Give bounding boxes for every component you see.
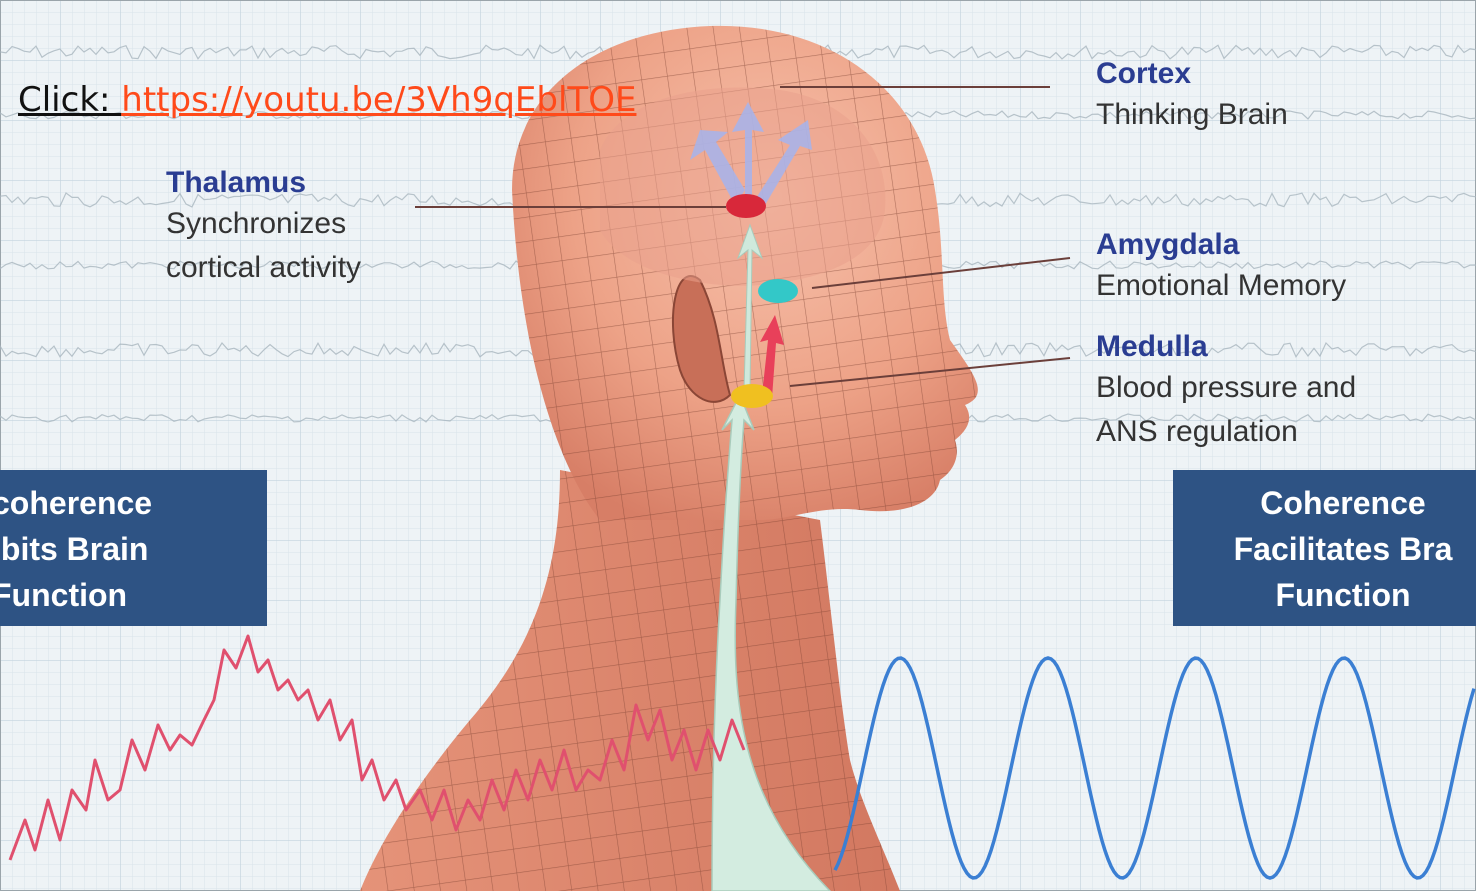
coherence-line-3: Function xyxy=(1173,572,1476,618)
medulla-title: Medulla xyxy=(1096,328,1356,366)
thalamus-dot xyxy=(726,194,766,218)
coherence-line-2: Facilitates Bra xyxy=(1173,526,1476,572)
cortex-title: Cortex xyxy=(1096,55,1288,93)
cortex-desc-1: Thinking Brain xyxy=(1096,93,1288,137)
thalamus-desc-1: Synchronizes xyxy=(166,202,361,246)
coherence-line-1: Coherence xyxy=(1173,480,1476,526)
incoherence-line-2: ibits Brain xyxy=(0,526,267,572)
medulla-label: Medulla Blood pressure and ANS regulatio… xyxy=(1096,328,1356,454)
video-link[interactable]: https://youtu.be/3Vh9qEblTOE xyxy=(121,80,636,120)
coherence-box: Coherence Facilitates Bra Function xyxy=(1173,470,1476,626)
thalamus-label: Thalamus Synchronizes cortical activity xyxy=(166,164,361,290)
link-prefix: Click: xyxy=(18,80,121,120)
amygdala-dot xyxy=(758,279,798,303)
thalamus-title: Thalamus xyxy=(166,164,361,202)
amygdala-title: Amygdala xyxy=(1096,226,1346,264)
incoherence-line-1: coherence xyxy=(0,480,267,526)
incoherence-line-3: Function xyxy=(0,572,267,618)
medulla-dot xyxy=(731,384,773,408)
incoherence-box: coherence ibits Brain Function xyxy=(0,470,267,626)
cortex-label: Cortex Thinking Brain xyxy=(1096,55,1288,137)
thalamus-desc-2: cortical activity xyxy=(166,246,361,290)
amygdala-label: Amygdala Emotional Memory xyxy=(1096,226,1346,308)
medulla-desc-1: Blood pressure and xyxy=(1096,366,1356,410)
amygdala-desc-1: Emotional Memory xyxy=(1096,264,1346,308)
video-link-row: Click: https://youtu.be/3Vh9qEblTOE xyxy=(18,76,636,124)
medulla-desc-2: ANS regulation xyxy=(1096,410,1356,454)
